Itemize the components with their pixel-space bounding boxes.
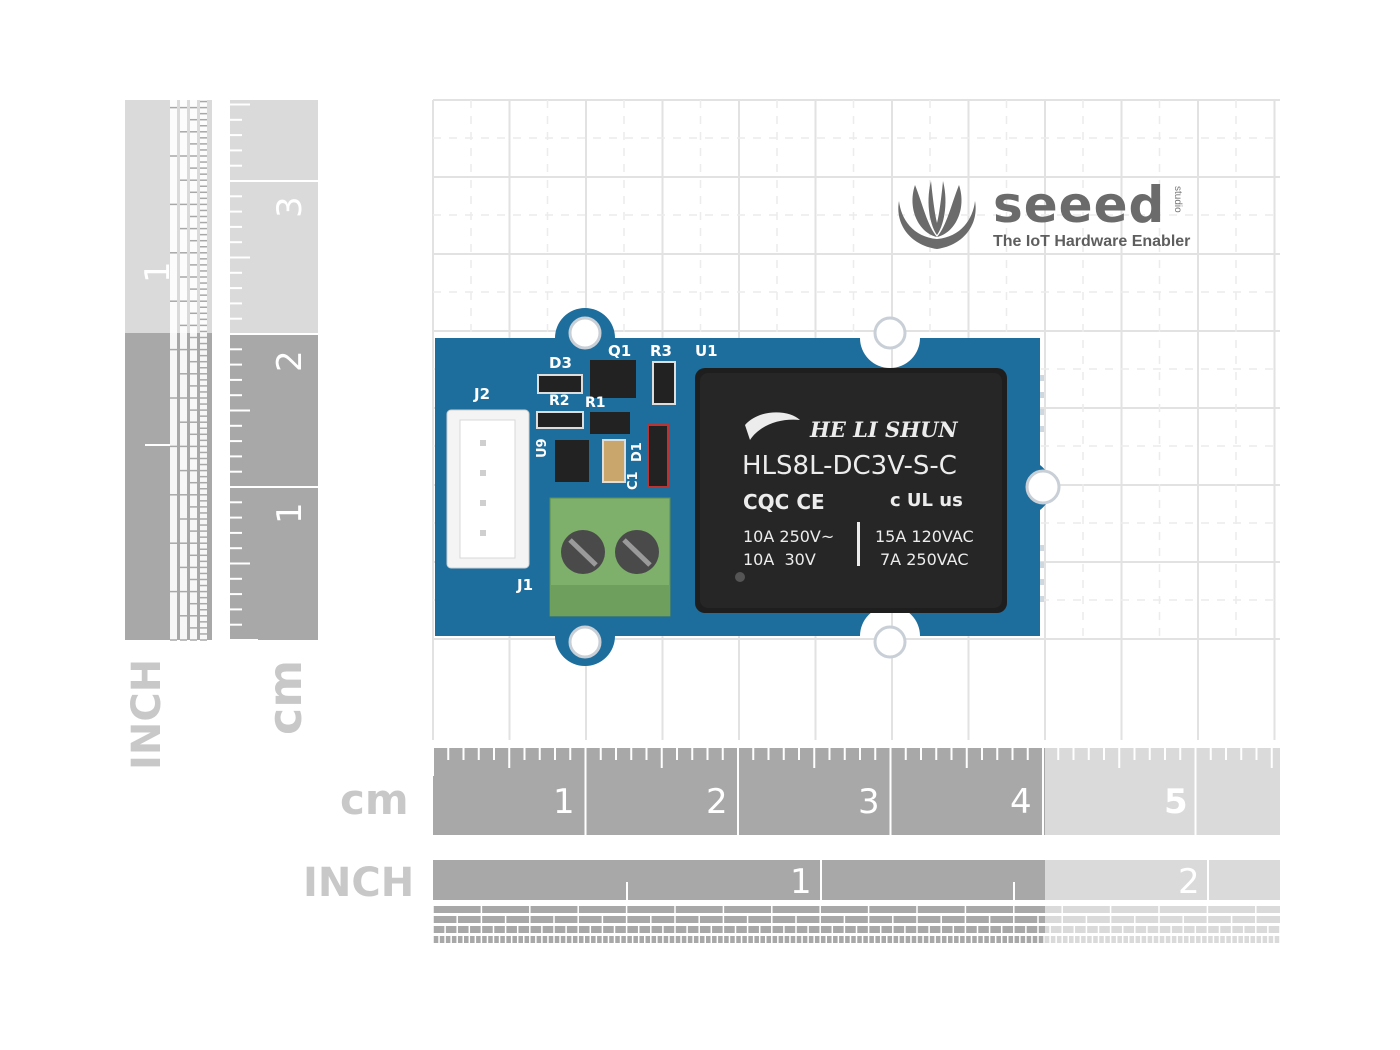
left-cm-label: cm xyxy=(258,659,312,735)
cm-number-2: 2 xyxy=(706,782,728,822)
silk-q1: Q1 xyxy=(608,342,632,360)
j2-connector xyxy=(446,409,530,569)
ruler-band xyxy=(433,906,1045,913)
ruler-band xyxy=(433,936,1045,943)
cm-number-4: 4 xyxy=(1010,782,1032,822)
seeed-logo-icon xyxy=(898,181,976,249)
ruler-band xyxy=(180,100,187,640)
ruler-band xyxy=(1045,936,1280,943)
relay-rating-right-2: 7A 250VAC xyxy=(880,550,969,569)
grove-relay-board xyxy=(435,308,1061,666)
relay-model: HLS8L-DC3V-S-C xyxy=(742,451,957,481)
left-cm-number-1: 1 xyxy=(270,502,310,524)
cm-number-5: 5 xyxy=(1164,782,1188,822)
ruler-band xyxy=(170,100,177,640)
left-inch-ruler xyxy=(125,100,212,641)
relay-rating-right-1: 15A 120VAC xyxy=(875,527,974,546)
silk-c1: C1 xyxy=(626,471,641,490)
silk-r3: R3 xyxy=(650,342,672,360)
left-inch-label: INCH xyxy=(124,658,170,770)
j1-screw-terminal xyxy=(549,497,671,617)
bottom-cm-ruler xyxy=(432,748,1280,835)
left-cm-number-2: 2 xyxy=(270,350,310,372)
relay-brand: HE LI SHUN xyxy=(810,417,958,442)
silk-d3: D3 xyxy=(549,354,572,372)
ruler-band xyxy=(200,100,207,640)
silk-u1: U1 xyxy=(695,342,718,360)
inch-number-1: 1 xyxy=(790,862,812,902)
ruler-band xyxy=(433,916,1045,923)
silk-r2: R2 xyxy=(549,393,570,409)
ruler-band xyxy=(433,926,1045,933)
cm-number-3: 3 xyxy=(858,782,880,822)
silk-j1: J1 xyxy=(517,576,534,594)
relay-certs-right: c UL us xyxy=(890,490,963,511)
silk-d1: D1 xyxy=(630,442,645,462)
relay-module xyxy=(695,368,1007,613)
bottom-cm-label: cm xyxy=(340,775,409,824)
smd-components xyxy=(536,360,676,488)
silk-u9: U9 xyxy=(535,438,550,458)
ruler-band xyxy=(1045,926,1280,933)
left-cm-ruler xyxy=(230,100,318,641)
silk-r1: R1 xyxy=(585,395,606,411)
silk-j2: J2 xyxy=(474,385,491,403)
left-cm-number-3: 3 xyxy=(270,196,310,218)
ruler-band xyxy=(1045,916,1280,923)
brand-tagline: The IoT Hardware Enabler xyxy=(993,233,1191,250)
cm-number-1: 1 xyxy=(553,782,575,822)
left-inch-number-1: 1 xyxy=(138,261,178,283)
bottom-inch-ruler xyxy=(432,860,1281,943)
bottom-inch-label: INCH xyxy=(303,860,415,906)
relay-rating-left-1: 10A 250V~ xyxy=(743,527,835,546)
relay-certs-left: CQC CE xyxy=(743,490,825,514)
relay-rating-left-2: 10A 30V xyxy=(743,550,816,569)
ruler-band xyxy=(190,100,197,640)
brand-superscript: studio xyxy=(1172,186,1183,213)
inch-number-2: 2 xyxy=(1178,862,1200,902)
ruler-band xyxy=(1045,906,1280,913)
brand-name: seeed xyxy=(993,176,1166,234)
